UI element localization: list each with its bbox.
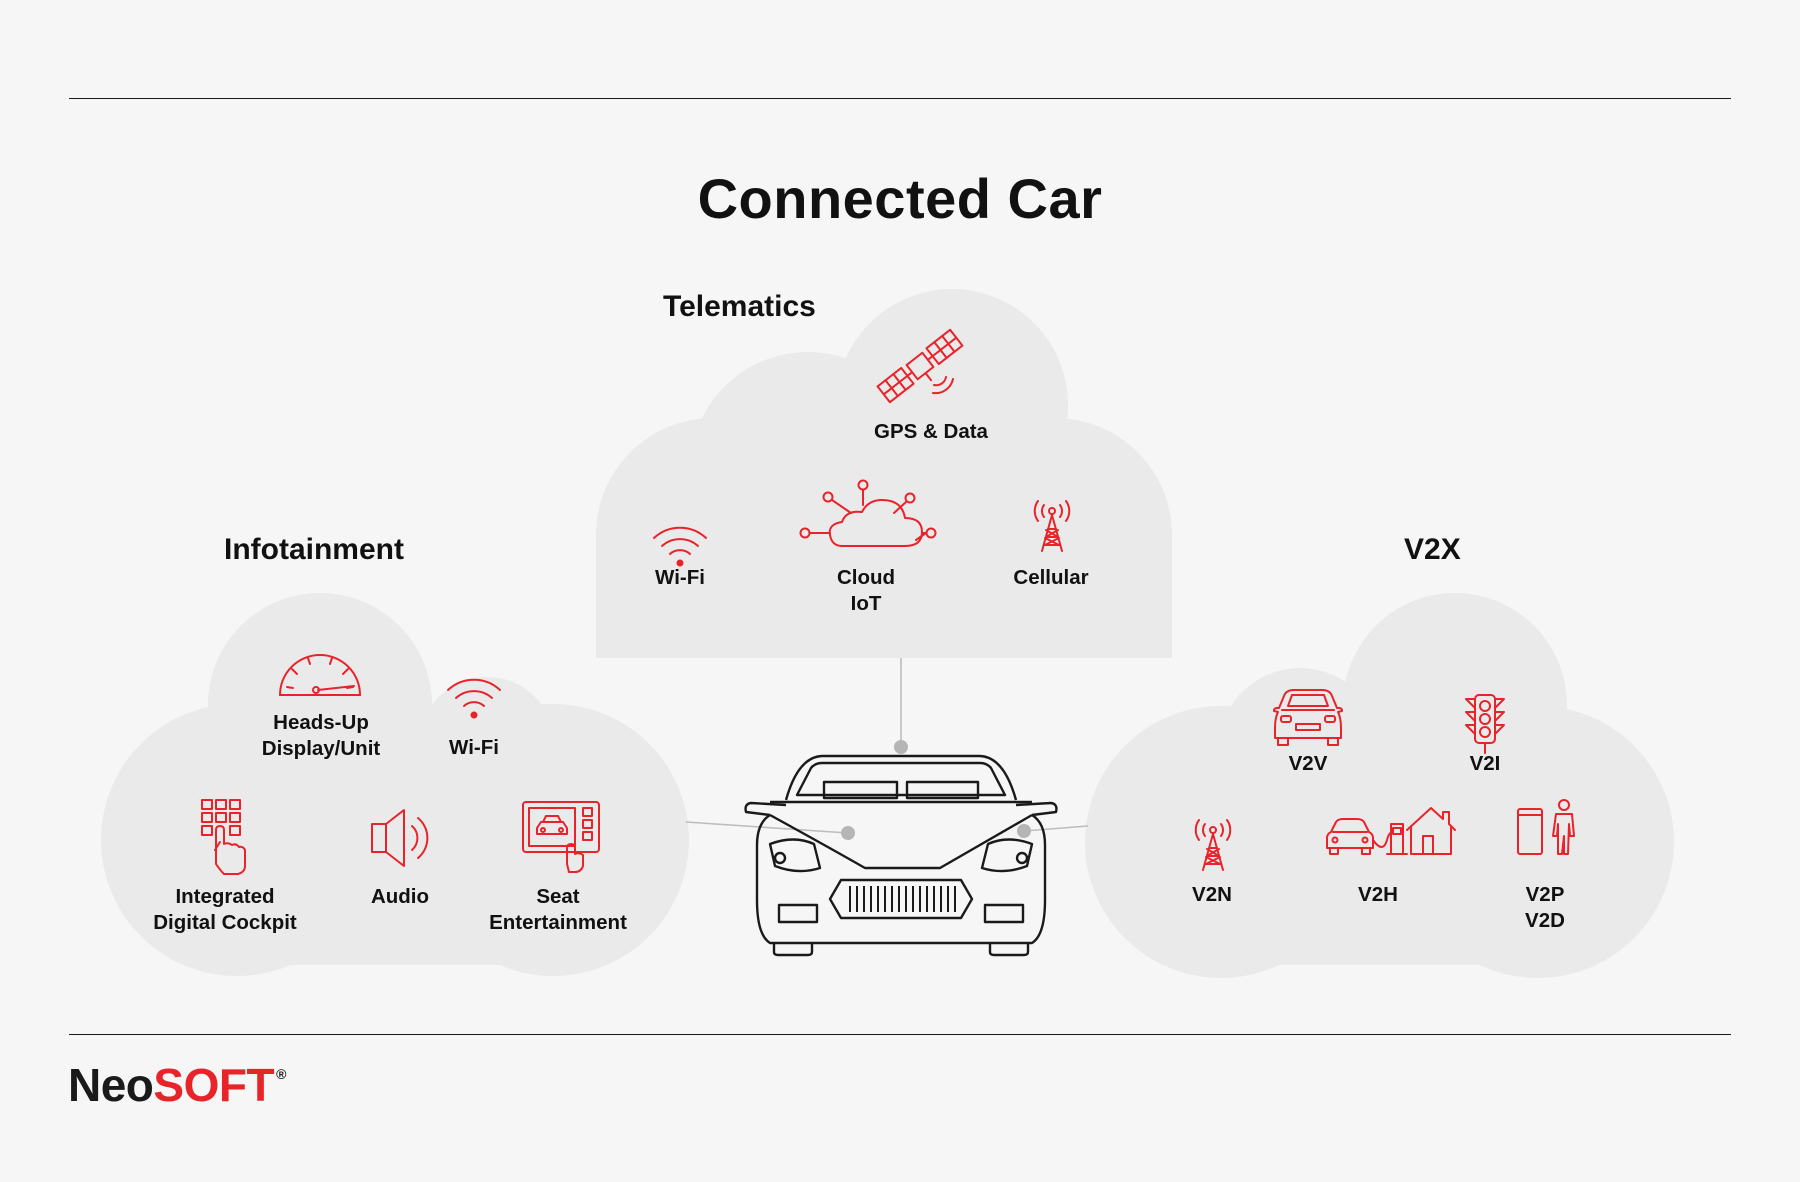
registered-mark: ®: [276, 1066, 286, 1082]
satellite-signal-arcs: [932, 376, 954, 395]
touch-keypad-icon: [201, 799, 246, 875]
telematics-title: Telematics: [663, 290, 816, 323]
cellular-label: Cellular: [1013, 566, 1089, 589]
wifi-icon: [447, 678, 501, 719]
car-front-illustration: [744, 754, 1058, 957]
car-charging-home-icon: [1326, 807, 1456, 855]
seat-screen-icon: [522, 801, 600, 873]
car-grille-bars: [849, 886, 956, 912]
satellite-icon: [876, 328, 964, 404]
infotainment-cloud: [101, 593, 689, 976]
infotainment-wifi-label: Wi-Fi: [449, 736, 499, 759]
connector-lines: [685, 658, 1089, 834]
v2x-cloud: [1085, 593, 1674, 978]
heads-up-display-label: Heads-Up Display/Unit: [261, 711, 381, 760]
logo-part-soft: SOFT: [153, 1059, 275, 1111]
connector-dots: [841, 740, 1031, 840]
traffic-light-icon: [1465, 694, 1505, 754]
speedometer-icon: [279, 654, 361, 696]
v2n-label: V2N: [1192, 883, 1232, 906]
telematics-cloud: [596, 289, 1172, 658]
bottom-divider: [69, 1034, 1731, 1035]
cell-tower-icon: [1033, 500, 1071, 552]
integrated-digital-cockpit-label: Integrated Digital Cockpit: [153, 885, 297, 934]
v2i-label: V2I: [1469, 752, 1501, 775]
telematics-wifi-label: Wi-Fi: [655, 566, 705, 589]
wifi-icon: [653, 526, 707, 567]
cloud-iot-icon: [799, 479, 937, 547]
page-title: Connected Car: [697, 167, 1103, 230]
top-divider: [69, 98, 1731, 99]
car-icon: [1273, 689, 1343, 746]
pedestrian-device-icon: [1517, 799, 1575, 855]
logo-part-neo: Neo: [68, 1059, 154, 1111]
audio-label: Audio: [370, 885, 430, 908]
v2h-label: V2H: [1358, 883, 1398, 906]
v2x-title: V2X: [1404, 533, 1461, 566]
gps-data-label: GPS & Data: [874, 420, 988, 443]
cell-tower-icon: [1194, 819, 1232, 871]
v2v-label: V2V: [1288, 752, 1328, 775]
infotainment-title: Infotainment: [224, 533, 404, 566]
speaker-icon: [371, 809, 429, 867]
seat-entertainment-label: Seat Entertainment: [489, 885, 627, 934]
cloud-iot-label: Cloud IoT: [836, 566, 896, 615]
v2p-v2d-label: V2P V2D: [1525, 883, 1565, 932]
neosoft-logo: NeoSOFT®: [68, 1058, 286, 1112]
